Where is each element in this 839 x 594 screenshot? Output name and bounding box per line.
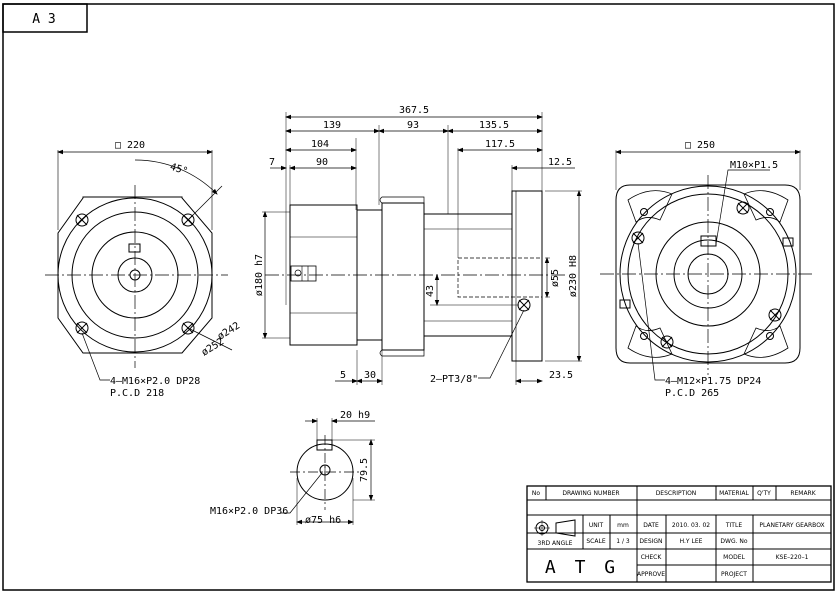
tb-projection: 3RD ANGLE bbox=[538, 540, 573, 547]
tb-description: DESCRIPTION bbox=[656, 490, 697, 497]
gearbox-side-view bbox=[262, 112, 582, 385]
third-angle-projection-icon bbox=[534, 519, 576, 537]
tb-model-value: KSE–220–1 bbox=[776, 554, 809, 561]
tb-date-label: DATE bbox=[643, 522, 659, 529]
tb-scale-value: 1 / 3 bbox=[616, 538, 630, 545]
dim-30: 30 bbox=[364, 370, 376, 381]
output-tap-note: 4–M12×P1.75 DP24 bbox=[665, 376, 761, 387]
tb-unit-label: UNIT bbox=[589, 522, 604, 529]
shaft-key-width: 20 h9 bbox=[340, 410, 370, 421]
tb-project-label: PROJECT bbox=[721, 571, 747, 578]
dim-93: 93 bbox=[407, 120, 419, 131]
dim-43: 43 bbox=[425, 285, 436, 297]
input-tapped-hole bbox=[75, 321, 89, 335]
output-tapped-hole bbox=[768, 308, 782, 322]
tb-dwg-no-label: DWG. No bbox=[720, 538, 748, 545]
shaft-diameter: ø75 h6 bbox=[305, 515, 341, 526]
dim-12-5: 12.5 bbox=[548, 157, 572, 168]
tb-date-value: 2010. 03. 02 bbox=[672, 522, 710, 529]
dim-dia-55: ø55 bbox=[550, 269, 561, 287]
output-pcd-note: P.C.D 265 bbox=[665, 388, 719, 399]
input-flange-view bbox=[45, 149, 233, 381]
tb-title-label: TITLE bbox=[725, 522, 742, 529]
dim-7: 7 bbox=[269, 157, 275, 168]
sheet-size-box bbox=[2, 3, 88, 33]
input-angle: 45° bbox=[168, 162, 189, 178]
input-pcd-note: P.C.D 218 bbox=[110, 388, 164, 399]
output-square-size: □ 250 bbox=[685, 140, 715, 151]
input-keyway bbox=[128, 243, 141, 253]
tb-material: MATERIAL bbox=[719, 490, 749, 497]
tb-design-label: DESIGN bbox=[639, 538, 662, 545]
tb-model-label: MODEL bbox=[723, 554, 745, 561]
tb-design-value: H.Y LEE bbox=[680, 538, 703, 545]
sheet-border bbox=[2, 3, 835, 591]
shaft-end-view bbox=[280, 418, 375, 525]
dim-104: 104 bbox=[311, 139, 329, 150]
dim-overall-length: 367.5 bbox=[399, 105, 429, 116]
sheet-size-label: A 3 bbox=[32, 12, 55, 27]
output-tapped-hole bbox=[631, 231, 645, 245]
tb-approve-label: APPROVE bbox=[637, 571, 665, 578]
input-dia-252: ø252 bbox=[200, 336, 226, 358]
input-tapped-hole bbox=[75, 213, 89, 227]
title-block bbox=[526, 485, 832, 583]
output-flange-outline bbox=[615, 184, 801, 364]
output-flange bbox=[511, 190, 543, 362]
dim-139: 139 bbox=[323, 120, 341, 131]
dim-dia-180: ø180 h7 bbox=[254, 254, 265, 296]
shaft-tap-note: M16×P2.0 DP36 bbox=[210, 506, 288, 517]
shaft-keyway bbox=[316, 439, 333, 451]
tb-qty: Q'TY bbox=[757, 490, 771, 497]
input-square-size: □ 220 bbox=[115, 140, 145, 151]
output-thread-note: M10×P1.5 bbox=[730, 160, 778, 171]
input-tap-note: 4–M16×P2.0 DP28 bbox=[110, 376, 200, 387]
tb-company-logo: A T G bbox=[545, 557, 619, 578]
tb-no: No bbox=[532, 490, 540, 497]
tb-remark: REMARK bbox=[790, 490, 816, 497]
dim-23-5: 23.5 bbox=[549, 370, 573, 381]
tb-unit-value: mm bbox=[617, 522, 629, 529]
tb-check-label: CHECK bbox=[641, 554, 663, 561]
dim-135-5: 135.5 bbox=[479, 120, 509, 131]
tb-scale-label: SCALE bbox=[586, 538, 605, 545]
output-tapped-hole bbox=[660, 335, 674, 349]
side-port bbox=[517, 298, 531, 312]
output-tapped-hole bbox=[736, 201, 750, 215]
dim-90: 90 bbox=[316, 157, 328, 168]
dim-dia-230: ø230 H8 bbox=[568, 255, 579, 297]
port-note: 2–PT3/8" bbox=[430, 374, 478, 385]
dim-5: 5 bbox=[340, 370, 346, 381]
shaft-height: 79.5 bbox=[359, 458, 370, 482]
output-flange-view bbox=[600, 149, 815, 381]
tb-title-value: PLANETARY GEARBOX bbox=[759, 522, 824, 529]
tb-drawing-number: DRAWING NUMBER bbox=[562, 490, 619, 497]
dim-117-5: 117.5 bbox=[485, 139, 515, 150]
input-flange-outline bbox=[57, 196, 213, 354]
